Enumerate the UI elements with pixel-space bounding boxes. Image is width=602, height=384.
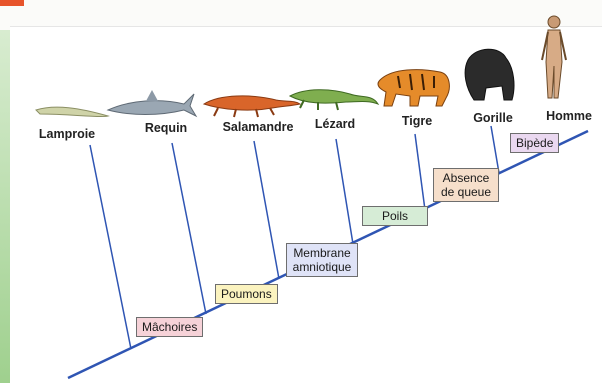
lizard-illustration (290, 90, 378, 110)
taxon-label-tigre: Tigre (402, 114, 432, 128)
branch-lezard (336, 139, 353, 244)
taxon-label-lamproie: Lamproie (39, 127, 95, 141)
trait-box-absence-de-queue: Absence de queue (433, 168, 499, 202)
human-illustration (542, 16, 566, 98)
trait-box-bipede: Bipède (510, 133, 559, 153)
taxon-label-gorille: Gorille (473, 111, 513, 125)
trait-box-poumons: Poumons (215, 284, 278, 304)
gorilla-illustration (465, 49, 514, 100)
branch-salamandre (254, 141, 279, 279)
branch-requin (172, 143, 206, 314)
branch-gorille (491, 126, 499, 173)
trait-box-membrane-amniotique: Membrane amniotique (286, 243, 358, 277)
branch-lamproie (90, 145, 131, 349)
taxon-label-homme: Homme (546, 109, 592, 123)
taxon-label-salamandre: Salamandre (223, 120, 294, 134)
salamander-illustration (204, 96, 300, 117)
trait-box-poils: Poils (362, 206, 428, 226)
branch-tigre (415, 134, 425, 210)
trait-box-machoires: Mâchoires (136, 317, 203, 337)
tiger-illustration (378, 70, 449, 106)
shark-illustration (108, 90, 196, 116)
taxon-label-requin: Requin (145, 121, 187, 135)
lamprey-illustration (36, 107, 108, 116)
taxon-label-lezard: Lézard (315, 117, 355, 131)
